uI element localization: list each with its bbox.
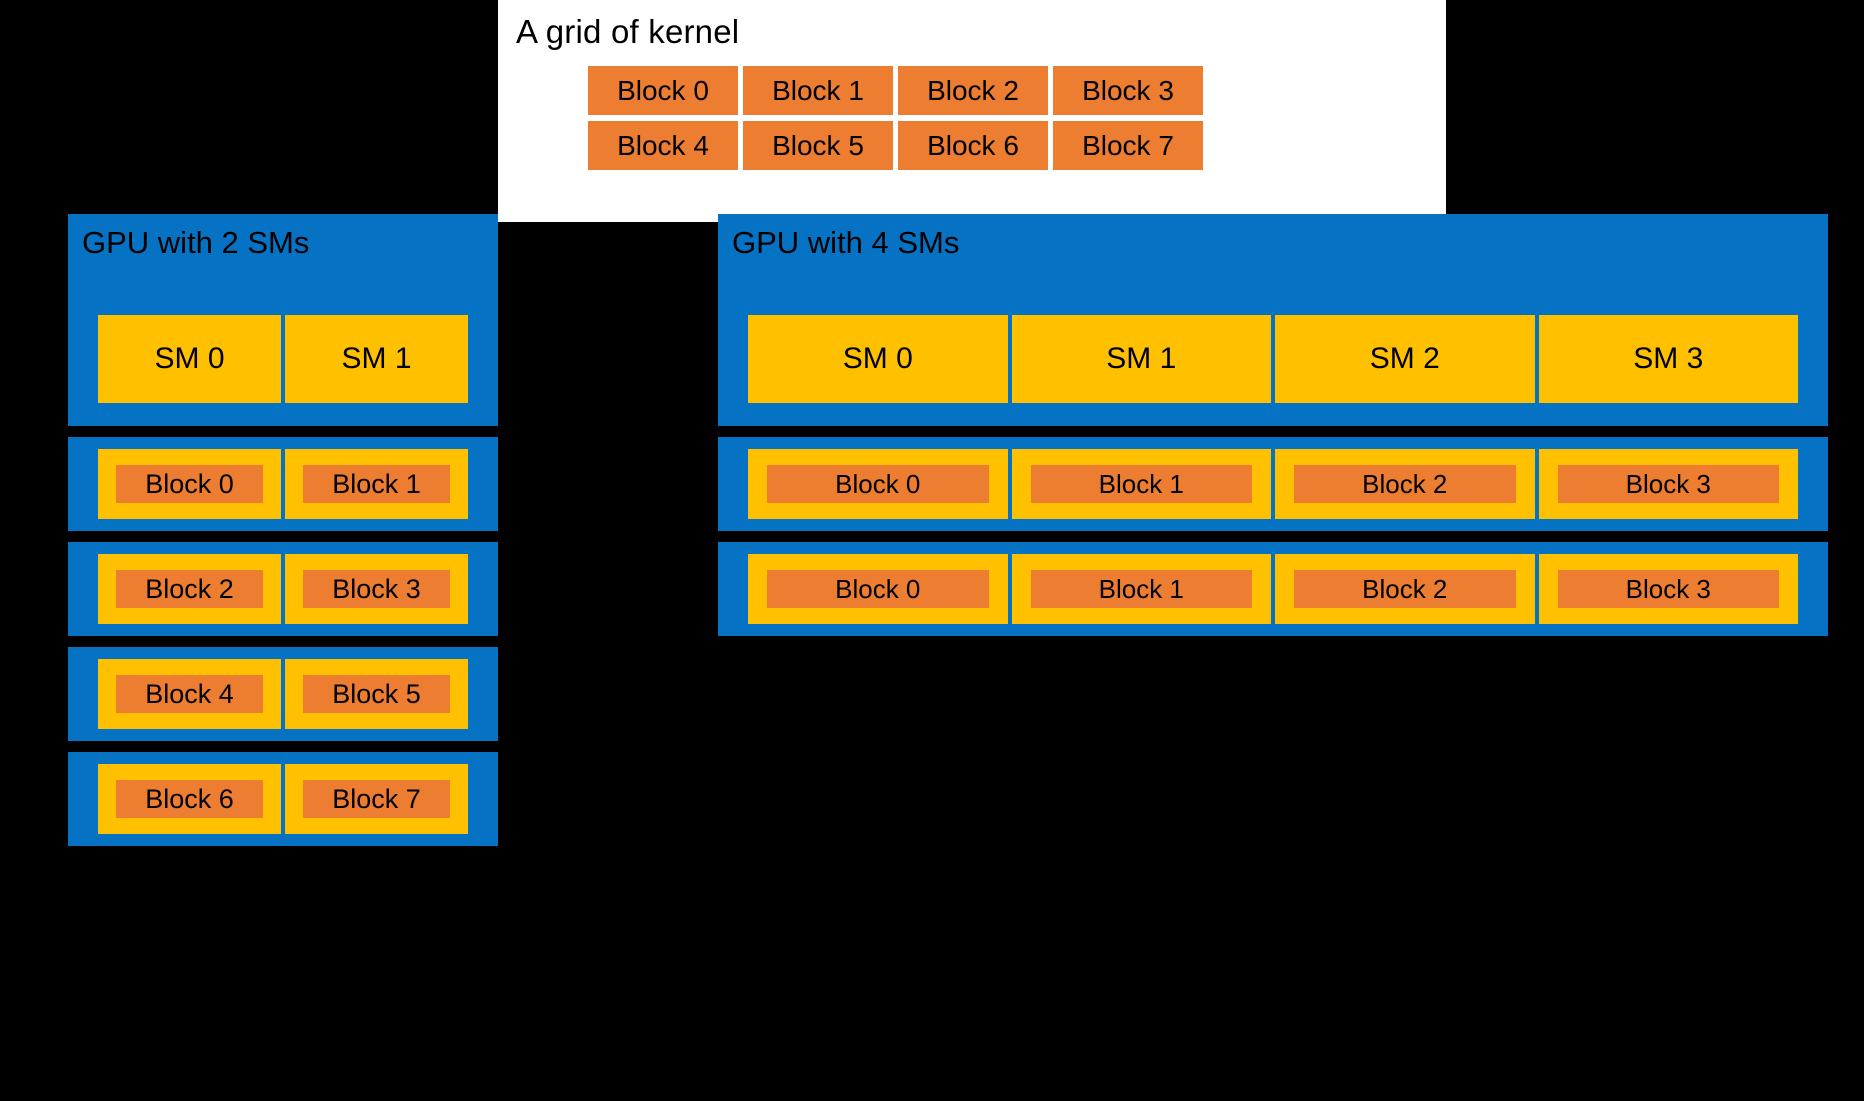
sm-cell[interactable]: SM 0 bbox=[748, 315, 1008, 403]
grid-block[interactable]: Block 0 bbox=[588, 66, 738, 115]
sm-slot[interactable]: Block 1 bbox=[1011, 554, 1271, 624]
block-chip[interactable]: Block 6 bbox=[116, 780, 263, 818]
block-chip[interactable]: Block 2 bbox=[1294, 570, 1516, 608]
sm-slot[interactable]: Block 0 bbox=[98, 449, 281, 519]
sm-cell[interactable]: SM 0 bbox=[98, 315, 281, 403]
block-row-inner: Block 0 Block 1 Block 2 Block 3 bbox=[748, 554, 1798, 624]
gpu-4sm-block-row: Block 0 Block 1 Block 2 Block 3 bbox=[718, 542, 1828, 636]
sm-cell[interactable]: SM 2 bbox=[1275, 315, 1535, 403]
block-row-inner: Block 4 Block 5 bbox=[98, 659, 468, 729]
block-row-inner: Block 0 Block 1 bbox=[98, 449, 468, 519]
block-chip[interactable]: Block 1 bbox=[303, 465, 450, 503]
grid-block[interactable]: Block 5 bbox=[743, 121, 893, 170]
block-chip[interactable]: Block 0 bbox=[767, 465, 989, 503]
sm-slot[interactable]: Block 3 bbox=[1538, 449, 1798, 519]
sm-slot[interactable]: Block 2 bbox=[1275, 449, 1535, 519]
gpu-2sm-block-row: Block 0 Block 1 bbox=[68, 437, 498, 531]
sm-slot[interactable]: Block 0 bbox=[748, 449, 1008, 519]
block-row-inner: Block 2 Block 3 bbox=[98, 554, 468, 624]
gpu-2sm-title: GPU with 2 SMs bbox=[82, 225, 310, 260]
block-row-inner: Block 6 Block 7 bbox=[98, 764, 468, 834]
gpu-4sm-block-row: Block 0 Block 1 Block 2 Block 3 bbox=[718, 437, 1828, 531]
grid-block[interactable]: Block 4 bbox=[588, 121, 738, 170]
gpu-4sm-sm-strip: SM 0 SM 1 SM 2 SM 3 bbox=[748, 315, 1798, 403]
grid-panel-title: A grid of kernel bbox=[516, 13, 740, 50]
block-chip[interactable]: Block 5 bbox=[303, 675, 450, 713]
block-chip[interactable]: Block 7 bbox=[303, 780, 450, 818]
grid-block[interactable]: Block 7 bbox=[1053, 121, 1203, 170]
grid-block[interactable]: Block 3 bbox=[1053, 66, 1203, 115]
sm-slot[interactable]: Block 1 bbox=[1011, 449, 1271, 519]
sm-slot[interactable]: Block 4 bbox=[98, 659, 281, 729]
gpu-2sm-header-panel: GPU with 2 SMs SM 0 SM 1 bbox=[68, 214, 498, 426]
block-chip[interactable]: Block 2 bbox=[116, 570, 263, 608]
sm-slot[interactable]: Block 5 bbox=[285, 659, 468, 729]
gpu-4sm-header-panel: GPU with 4 SMs SM 0 SM 1 SM 2 SM 3 bbox=[718, 214, 1828, 426]
sm-slot[interactable]: Block 3 bbox=[1538, 554, 1798, 624]
sm-slot[interactable]: Block 2 bbox=[1275, 554, 1535, 624]
gpu-2sm-sm-strip: SM 0 SM 1 bbox=[98, 315, 468, 403]
sm-slot[interactable]: Block 0 bbox=[748, 554, 1008, 624]
block-chip[interactable]: Block 1 bbox=[1030, 570, 1252, 608]
gpu-2sm-block-row: Block 2 Block 3 bbox=[68, 542, 498, 636]
sm-cell[interactable]: SM 3 bbox=[1538, 315, 1798, 403]
grid-block-matrix: Block 0 Block 1 Block 2 Block 3 Block 4 … bbox=[588, 66, 1203, 170]
sm-slot[interactable]: Block 6 bbox=[98, 764, 281, 834]
block-chip[interactable]: Block 3 bbox=[303, 570, 450, 608]
gpu-2sm-block-row: Block 4 Block 5 bbox=[68, 647, 498, 741]
sm-cell[interactable]: SM 1 bbox=[1011, 315, 1271, 403]
gpu-2sm-column: GPU with 2 SMs SM 0 SM 1 Block 0 Block 1… bbox=[68, 214, 498, 857]
sm-cell[interactable]: SM 1 bbox=[285, 315, 468, 403]
block-chip[interactable]: Block 4 bbox=[116, 675, 263, 713]
grid-block-row: Block 4 Block 5 Block 6 Block 7 bbox=[588, 121, 1203, 170]
gpu-4sm-title: GPU with 4 SMs bbox=[732, 225, 960, 260]
grid-of-kernel-panel: A grid of kernel Block 0 Block 1 Block 2… bbox=[498, 0, 1446, 222]
block-chip[interactable]: Block 0 bbox=[767, 570, 989, 608]
block-chip[interactable]: Block 1 bbox=[1030, 465, 1252, 503]
grid-block[interactable]: Block 6 bbox=[898, 121, 1048, 170]
sm-slot[interactable]: Block 7 bbox=[285, 764, 468, 834]
grid-block[interactable]: Block 1 bbox=[743, 66, 893, 115]
block-row-inner: Block 0 Block 1 Block 2 Block 3 bbox=[748, 449, 1798, 519]
block-chip[interactable]: Block 3 bbox=[1557, 465, 1779, 503]
sm-slot[interactable]: Block 3 bbox=[285, 554, 468, 624]
gpu-4sm-column: GPU with 4 SMs SM 0 SM 1 SM 2 SM 3 Block… bbox=[718, 214, 1828, 647]
block-chip[interactable]: Block 3 bbox=[1557, 570, 1779, 608]
block-chip[interactable]: Block 0 bbox=[116, 465, 263, 503]
grid-block-row: Block 0 Block 1 Block 2 Block 3 bbox=[588, 66, 1203, 115]
gpu-2sm-block-row: Block 6 Block 7 bbox=[68, 752, 498, 846]
grid-block[interactable]: Block 2 bbox=[898, 66, 1048, 115]
block-chip[interactable]: Block 2 bbox=[1294, 465, 1516, 503]
sm-slot[interactable]: Block 1 bbox=[285, 449, 468, 519]
sm-slot[interactable]: Block 2 bbox=[98, 554, 281, 624]
